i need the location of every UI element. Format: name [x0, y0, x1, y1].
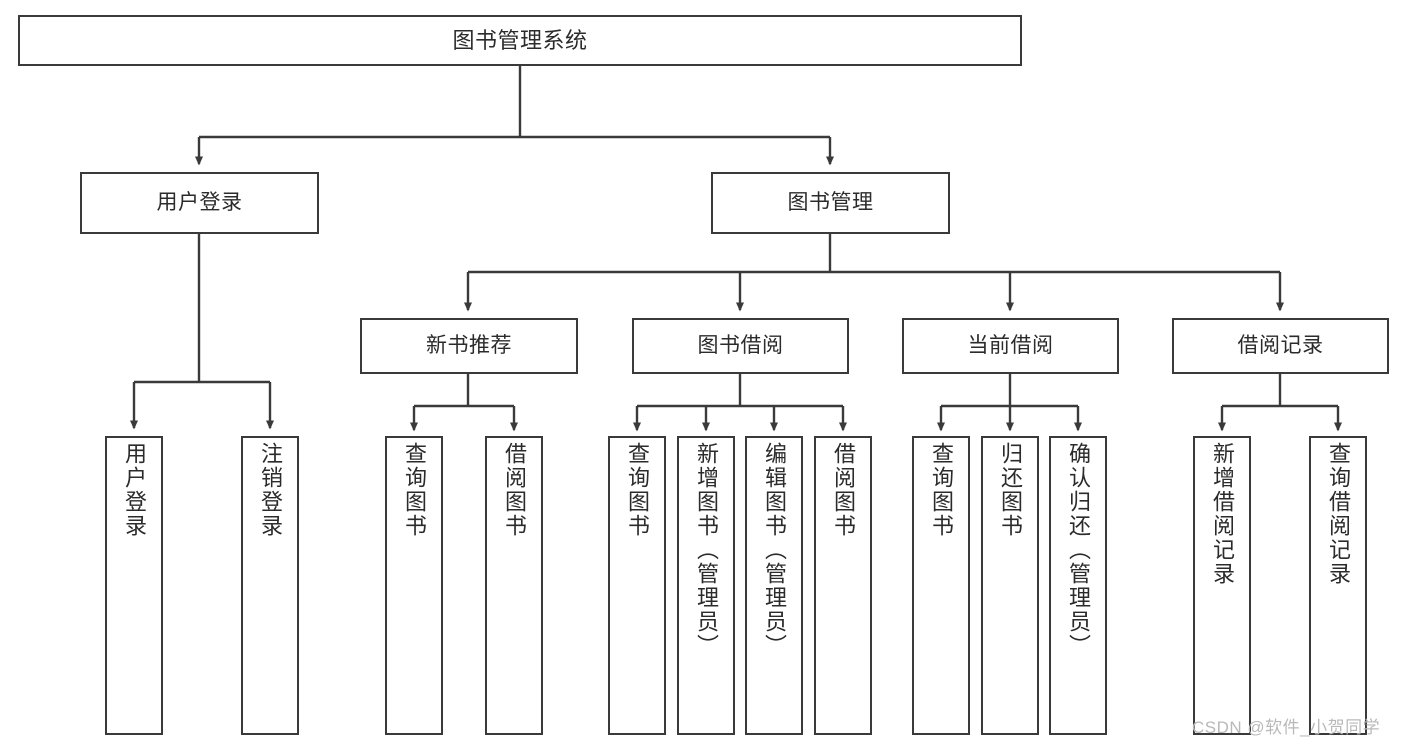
leaf-recommend-query-book[interactable]: 查询图书 — [385, 436, 443, 735]
leaf-borrow-borrow-book[interactable]: 借阅图书 — [814, 436, 872, 735]
node-label: 注销登录 — [257, 442, 283, 538]
node-label: 用户登录 — [156, 190, 243, 214]
node-label: 查询图书 — [928, 442, 954, 538]
node-label: 新增图书（管理员） — [693, 442, 719, 658]
leaf-record-query-record[interactable]: 查询借阅记录 — [1309, 436, 1367, 735]
leaf-current-query-book[interactable]: 查询图书 — [912, 436, 970, 735]
leaf-user-login-signin[interactable]: 用户登录 — [105, 436, 163, 735]
node-label: 图书管理系统 — [452, 27, 588, 53]
node-label: 图书借阅 — [697, 333, 784, 357]
leaf-borrow-query-book[interactable]: 查询图书 — [608, 436, 666, 735]
node-label: 归还图书 — [997, 442, 1023, 538]
node-label: 查询图书 — [624, 442, 650, 538]
node-label: 新增借阅记录 — [1209, 442, 1235, 586]
leaf-borrow-add-book-admin[interactable]: 新增图书（管理员） — [677, 436, 735, 735]
node-label: 查询借阅记录 — [1325, 442, 1351, 586]
node-new-book-recommend[interactable]: 新书推荐 — [360, 318, 578, 374]
node-borrow-record[interactable]: 借阅记录 — [1172, 318, 1389, 374]
node-label: 图书管理 — [787, 190, 874, 214]
node-root-system[interactable]: 图书管理系统 — [18, 15, 1022, 66]
leaf-recommend-borrow-book[interactable]: 借阅图书 — [485, 436, 543, 735]
node-label: 用户登录 — [121, 442, 147, 538]
node-label: 借阅图书 — [501, 442, 527, 538]
node-label: 新书推荐 — [426, 333, 512, 357]
leaf-current-return-book[interactable]: 归还图书 — [981, 436, 1039, 735]
node-current-borrow[interactable]: 当前借阅 — [902, 318, 1119, 374]
leaf-record-add-record[interactable]: 新增借阅记录 — [1193, 436, 1251, 735]
node-label: 编辑图书（管理员） — [761, 442, 787, 658]
node-book-management[interactable]: 图书管理 — [711, 172, 950, 234]
node-label: 当前借阅 — [967, 333, 1054, 357]
leaf-borrow-edit-book-admin[interactable]: 编辑图书（管理员） — [745, 436, 803, 735]
leaf-current-confirm-return-admin[interactable]: 确认归还（管理员） — [1049, 436, 1107, 735]
node-label: 确认归还（管理员） — [1065, 442, 1091, 658]
node-user-login[interactable]: 用户登录 — [80, 172, 319, 234]
node-label: 借阅记录 — [1237, 333, 1324, 357]
node-label: 查询图书 — [401, 442, 427, 538]
node-label: 借阅图书 — [830, 442, 856, 538]
leaf-user-login-signout[interactable]: 注销登录 — [241, 436, 299, 735]
csdn-watermark: CSDN @软件_小贺同学 — [1192, 718, 1381, 737]
node-book-borrow[interactable]: 图书借阅 — [632, 318, 849, 374]
